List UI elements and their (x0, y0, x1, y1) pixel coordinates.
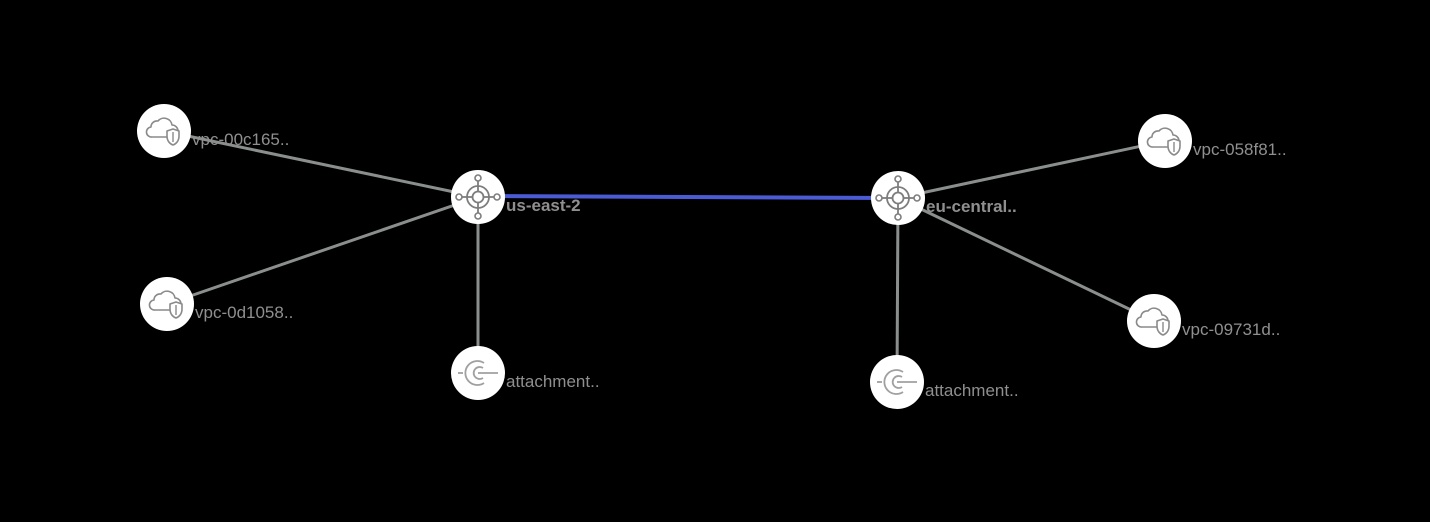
edge-vpc-09731d-to-eu-central (897, 196, 1155, 323)
node-label: us-east-2 (506, 196, 581, 215)
edge-vpc-058f81-to-eu-central (897, 139, 1166, 200)
edge-vpc-00c165-to-us-east-2 (163, 129, 479, 199)
node-label: vpc-00c165.. (192, 130, 289, 149)
edge-peering-us-east-2-to-eu-central[interactable] (477, 194, 899, 200)
node-label: attachment.. (506, 372, 600, 391)
node-label: vpc-0d1058.. (195, 303, 293, 322)
node-label: eu-central.. (926, 197, 1017, 216)
node-attachment-us[interactable]: attachment.. (451, 346, 600, 400)
node-vpc-058f81[interactable]: vpc-058f81.. (1138, 114, 1287, 168)
node-transit-gateway-us-east-2[interactable]: us-east-2 (451, 170, 581, 224)
node-label: vpc-058f81.. (1193, 140, 1287, 159)
node-attachment-eu[interactable]: attachment.. (870, 355, 1019, 409)
node-label: vpc-09731d.. (1182, 320, 1280, 339)
edge-vpc-0d1058-to-us-east-2 (166, 195, 479, 306)
edges (163, 129, 1166, 383)
node-vpc-00c165[interactable]: vpc-00c165.. (137, 104, 289, 158)
node-transit-gateway-eu-central[interactable]: eu-central.. (871, 171, 1017, 225)
node-vpc-09731d[interactable]: vpc-09731d.. (1127, 294, 1280, 348)
node-label: attachment.. (925, 381, 1019, 400)
node-vpc-0d1058[interactable]: vpc-0d1058.. (140, 277, 293, 331)
edge-attachment-to-eu-central (895, 197, 900, 383)
